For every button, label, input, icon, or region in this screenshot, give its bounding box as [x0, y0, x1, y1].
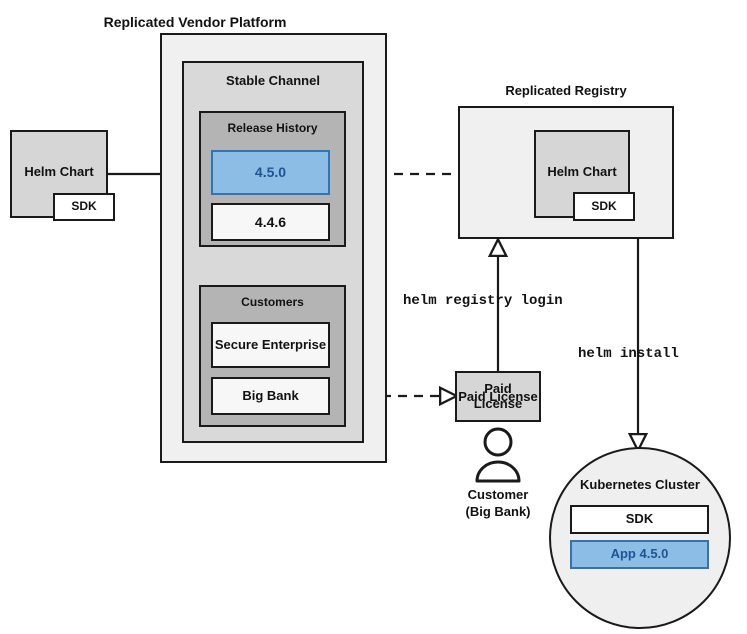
customer-actor-label-line2: (Big Bank) — [465, 504, 531, 519]
customer-box-big-bank[interactable]: Big Bank — [211, 377, 330, 415]
release-item-450[interactable]: 4.5.0 — [211, 150, 330, 195]
customer-actor-label-line1: Customer — [467, 487, 529, 502]
paid-license-line1: Paid — [484, 380, 512, 396]
customer-box-secure-enterprise[interactable]: Secure Enterprise — [211, 322, 330, 368]
stable-channel-title: Stable Channel — [226, 73, 320, 88]
command-helm-install: helm install — [578, 346, 679, 362]
release-item-446[interactable]: 4.4.6 — [211, 203, 330, 241]
person-icon — [475, 427, 521, 483]
registry-helm-chart-sdk[interactable]: SDK — [573, 192, 635, 221]
paid-license-box[interactable]: Paid License — [455, 371, 541, 422]
paid-license-line2: License — [473, 395, 523, 411]
cluster-sdk-box[interactable]: SDK — [570, 505, 709, 534]
kubernetes-cluster-title: Kubernetes Cluster — [580, 477, 700, 492]
vendor-platform-title: Replicated Vendor Platform — [103, 14, 287, 30]
registry-title: Replicated Registry — [505, 83, 627, 98]
paid-license-label: Paid License — [458, 388, 538, 404]
helm-chart-source-sdk[interactable]: SDK — [53, 193, 115, 221]
kubernetes-cluster-circle — [549, 447, 731, 629]
cluster-app-box[interactable]: App 4.5.0 — [570, 540, 709, 569]
command-registry-login: helm registry login — [403, 293, 563, 309]
release-history-title: Release History — [227, 121, 318, 135]
customers-title: Customers — [241, 295, 304, 309]
